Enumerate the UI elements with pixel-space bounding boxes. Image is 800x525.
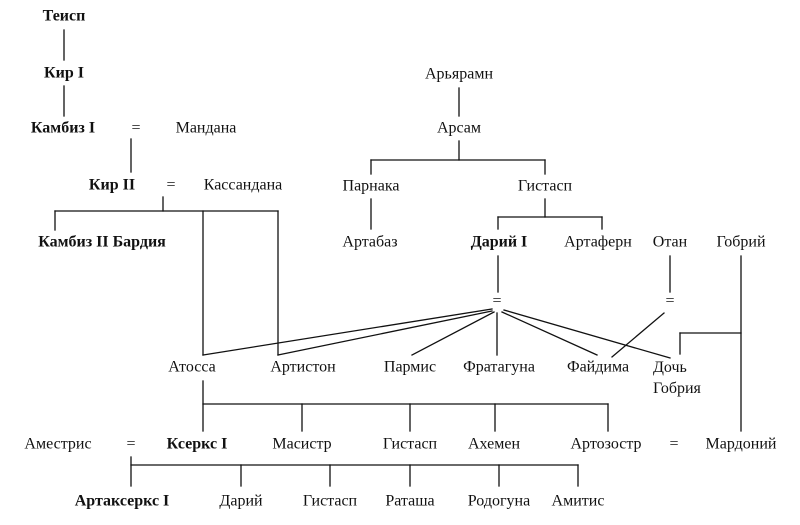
marriage-otan: = <box>665 293 674 310</box>
person-arsam: Арсам <box>437 120 481 137</box>
person-artafern: Артаферн <box>564 234 632 251</box>
person-kambiz2-bardiya: Камбиз II Бардия <box>38 234 166 251</box>
person-kir1: Кир I <box>44 65 84 82</box>
person-gistasp1: Гистасп <box>518 178 573 195</box>
person-labels: Теисп Кир I Камбиз I = Мандана Кир II = … <box>24 8 776 510</box>
person-artakserks1: Артаксеркс I <box>75 493 170 510</box>
marriage-kir2-kassandana: = <box>166 177 175 194</box>
line-darii1-artiston <box>277 310 493 356</box>
person-parnaka: Парнака <box>343 178 400 195</box>
person-gistasp2: Гистасп <box>383 436 438 453</box>
person-artozostr: Артозостр <box>570 436 641 453</box>
person-amestris: Аместрис <box>24 436 91 453</box>
marriage-kambiz1-mandana: = <box>131 120 140 137</box>
person-mardonii: Мардоний <box>706 436 777 453</box>
connector-lines <box>54 29 742 487</box>
person-faidima: Файдима <box>567 359 629 376</box>
marriage-darii1: = <box>492 293 501 310</box>
person-gobrii: Гобрий <box>716 234 766 251</box>
person-parmis: Пармис <box>384 359 436 376</box>
person-amitis: Амитис <box>552 493 605 510</box>
person-ahemen: Ахемен <box>468 436 520 453</box>
line-darii1-doch-gobriya <box>503 309 671 359</box>
person-aryaramn: Арьярамн <box>425 66 493 83</box>
person-fratraguna: Фратагуна <box>463 359 535 376</box>
person-rodoguna: Родогуна <box>468 493 530 510</box>
person-gistasp3: Гистасп <box>303 493 358 510</box>
person-darii1: Дарий I <box>471 234 528 251</box>
person-ratasha: Раташа <box>385 493 434 510</box>
line-darii1-faidima <box>501 311 598 356</box>
person-kambiz1: Камбиз I <box>31 120 95 137</box>
person-mandana: Мандана <box>176 120 237 137</box>
line-otan-faidima <box>611 312 665 358</box>
marriage-artozostr-mardonii: = <box>669 436 678 453</box>
person-kserks1: Ксеркс I <box>167 436 228 453</box>
person-darii2: Дарий <box>219 493 263 510</box>
line-darii1-atossa <box>202 308 493 356</box>
person-teisp: Теисп <box>43 8 86 25</box>
person-kassandana: Кассандана <box>204 177 283 194</box>
person-artabaz: Артабаз <box>342 234 397 251</box>
person-masistr: Масистр <box>272 436 331 453</box>
marriage-amestris-kserks: = <box>126 436 135 453</box>
person-kir2: Кир II <box>89 177 135 194</box>
person-artiston: Артистон <box>270 359 336 376</box>
line-darii1-parmis <box>411 311 495 356</box>
person-otan: Отан <box>653 234 688 251</box>
person-atossa: Атосса <box>168 359 215 376</box>
